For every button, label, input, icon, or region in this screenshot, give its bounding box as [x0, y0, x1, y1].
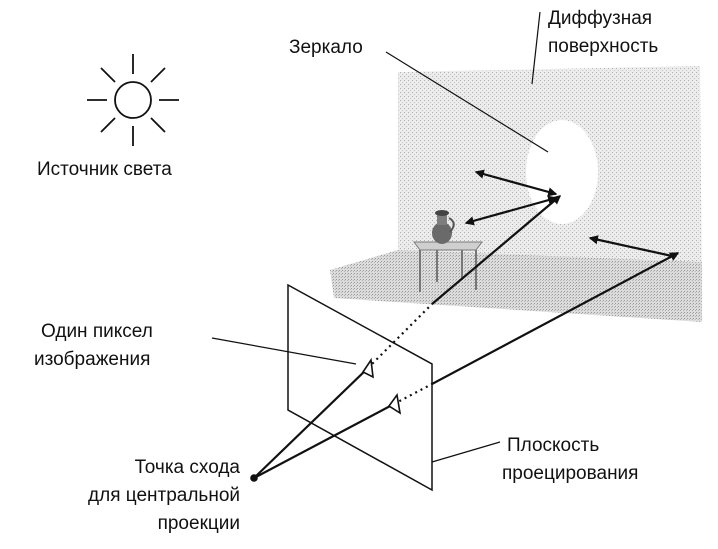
pixel-marker-2	[387, 392, 402, 415]
mirror-label: Зеркало	[289, 37, 363, 58]
projection-plane-label-1: Плоскость	[507, 435, 599, 456]
leader-plane	[431, 441, 501, 463]
reflected-rays	[464, 169, 673, 258]
projection-plane	[287, 283, 433, 492]
floor	[330, 250, 702, 322]
leader-pixel	[211, 337, 357, 365]
vanishing-point-label-3: проекции	[158, 513, 240, 534]
pixel-markers	[361, 357, 402, 415]
reflected-ray-2	[464, 195, 558, 226]
ray-to-pixel-2	[253, 403, 395, 479]
pixel-label-1: Один пиксел	[41, 321, 153, 342]
ray-to-pixel-1	[253, 367, 369, 479]
leader-diffuse	[531, 11, 541, 85]
vanishing-point-label-2: для центральной	[88, 485, 240, 506]
leader-mirror	[385, 51, 549, 153]
table-icon	[413, 241, 483, 292]
pixel-label-2: изображения	[34, 349, 150, 370]
reflected-ray-3	[588, 235, 673, 258]
diffuse-surface-label-1: Диффузная	[548, 8, 652, 29]
vanishing-point-label-1: Точка схода	[135, 457, 241, 478]
light-source-label: Источник света	[37, 159, 172, 180]
ray-beyond-plane-2	[393, 383, 433, 405]
leader-lines	[211, 11, 549, 463]
diffuse-surface-label-2: поверхность	[548, 36, 658, 57]
pixel-marker-1	[361, 357, 374, 379]
reflected-ray-1	[474, 169, 558, 197]
ray-to-wall	[431, 252, 680, 385]
vase-icon	[432, 210, 455, 244]
projection-plane-label-2: проецирования	[502, 463, 638, 484]
sun-icon	[87, 54, 179, 146]
mirror	[526, 120, 598, 224]
